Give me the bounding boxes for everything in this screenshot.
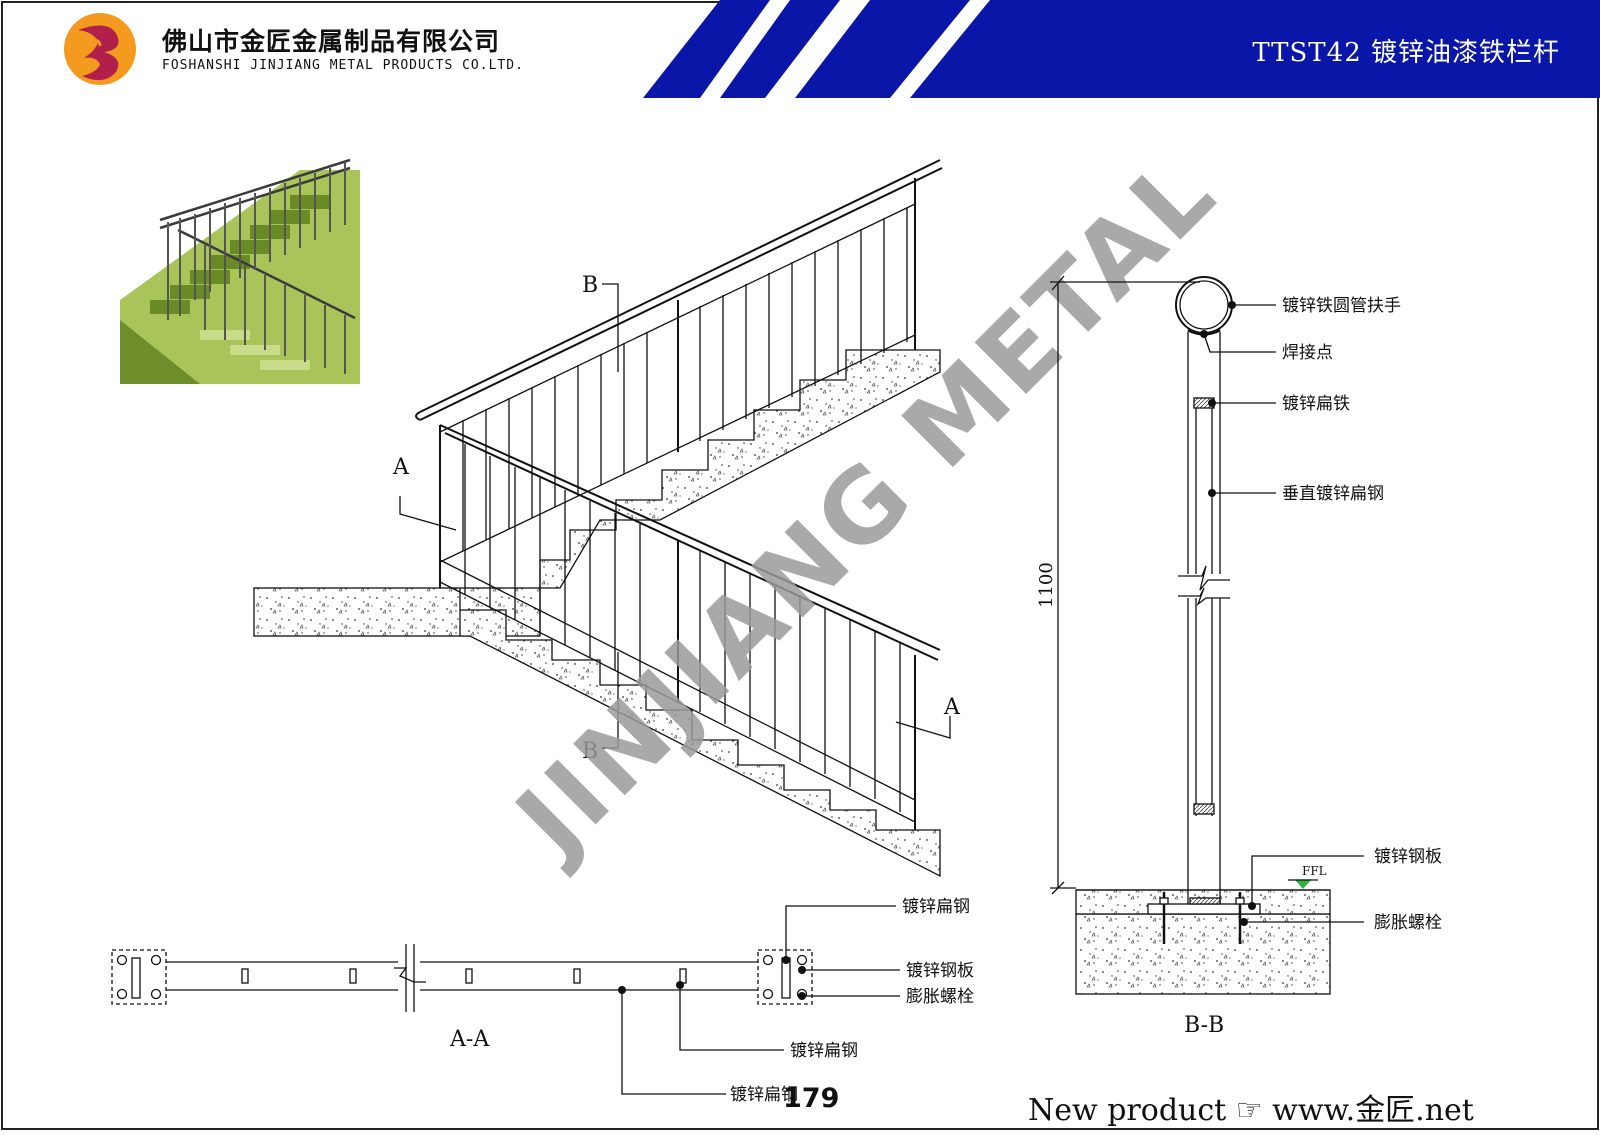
railing-photo — [120, 158, 360, 384]
callout-aa-flat-steel-top: 镀锌扁钢 — [902, 897, 970, 917]
section-mark-a-right: A — [943, 695, 961, 720]
section-bb-dots — [1200, 301, 1256, 926]
upper-flight-concrete — [539, 349, 941, 589]
height-dimension: 1100 — [1036, 562, 1057, 608]
company-name-en: FOSHANSHI JINJIANG METAL PRODUCTS CO.LTD… — [162, 58, 524, 73]
callout-vertical-flat-steel: 垂直镀锌扁钢 — [1282, 484, 1384, 504]
section-mark-a-left: A — [392, 455, 410, 480]
lower-handrail — [439, 424, 941, 651]
callout-aa-steel-plate: 镀锌钢板 — [906, 961, 974, 981]
ffl-label: FFL — [1302, 864, 1327, 878]
callout-aa-flat-steel-bottom: 镀锌扁钢 — [730, 1085, 798, 1105]
section-bb-caption: B-B — [1184, 1013, 1224, 1038]
drawing-title: TTST42 镀锌油漆铁栏杆 — [1252, 38, 1560, 68]
page-number: 179 — [783, 1083, 840, 1114]
section-mark-b-top-leader — [602, 283, 619, 372]
section-mark-b-bottom: B — [582, 739, 598, 764]
callout-flat-iron: 镀锌扁铁 — [1282, 394, 1350, 414]
upper-handrail — [419, 159, 941, 413]
lower-balusters — [464, 444, 916, 830]
callout-expansion-bolt: 膨胀螺栓 — [1374, 913, 1442, 933]
header-banner — [643, 0, 1600, 98]
company-logo — [64, 13, 136, 85]
section-mark-b-bottom-leader — [602, 652, 619, 749]
stair-elevation — [253, 159, 951, 878]
section-aa-drawing — [111, 905, 900, 1095]
callout-aa-expansion-bolt: 膨胀螺栓 — [906, 987, 974, 1007]
section-mark-a-right-leader — [895, 716, 951, 739]
section-aa-dots — [618, 956, 806, 1000]
section-mark-a-left-leader — [399, 496, 457, 531]
watermark-text: JINJIANG METAL — [490, 132, 1239, 881]
footer-website: New product ☞ www.金匠.net — [1028, 1093, 1474, 1128]
callout-steel-plate: 镀锌钢板 — [1374, 847, 1442, 867]
section-aa-caption: A-A — [449, 1027, 490, 1052]
lower-flight-concrete — [459, 588, 941, 878]
callout-weld-point: 焊接点 — [1282, 343, 1333, 363]
callout-aa-flat-steel-mid: 镀锌扁钢 — [790, 1041, 858, 1061]
section-bb-drawing — [1050, 275, 1364, 995]
callout-handrail-tube: 镀锌铁圆管扶手 — [1282, 296, 1401, 316]
company-name-cn: 佛山市金匠金属制品有限公司 — [162, 27, 501, 56]
floor-concrete — [1075, 913, 1331, 995]
section-mark-b-top: B — [582, 273, 598, 298]
